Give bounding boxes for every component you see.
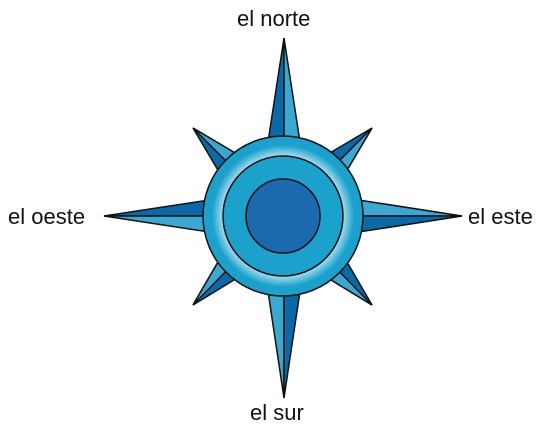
south-label: el sur: [250, 402, 304, 424]
west-label: el oeste: [8, 206, 85, 228]
east-label: el este: [468, 206, 533, 228]
north-label: el norte: [237, 8, 310, 30]
center-disc: [246, 179, 320, 253]
